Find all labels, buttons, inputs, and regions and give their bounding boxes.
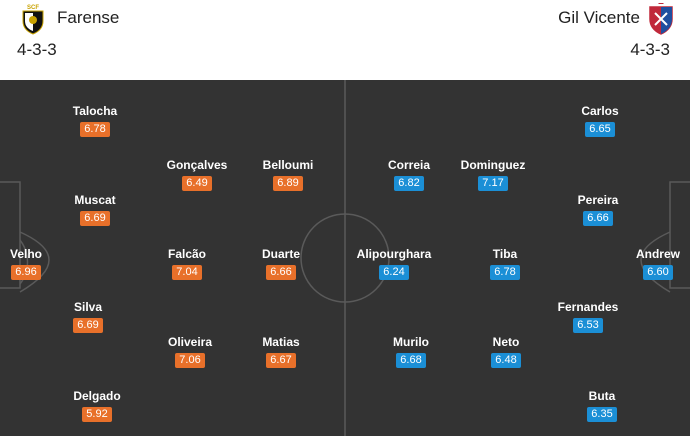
gil-vicente-crest-icon xyxy=(649,3,673,35)
player-rating-badge: 7.04 xyxy=(172,265,202,280)
home-player[interactable]: Duarte 6.66 xyxy=(231,247,331,283)
player-rating-badge: 6.49 xyxy=(182,176,212,191)
player-rating-badge: 6.35 xyxy=(587,407,617,422)
player-rating-badge: 6.89 xyxy=(273,176,303,191)
player-name: Delgado xyxy=(73,389,121,403)
player-rating-badge: 6.67 xyxy=(266,353,296,368)
home-player[interactable]: Velho 6.96 xyxy=(0,247,76,283)
away-player[interactable]: Alipourghara 6.24 xyxy=(344,247,444,283)
player-rating-badge: 6.24 xyxy=(379,265,409,280)
away-player[interactable]: Andrew 6.60 xyxy=(608,247,690,283)
home-player[interactable]: Silva 6.69 xyxy=(38,300,138,336)
player-rating-badge: 6.82 xyxy=(394,176,424,191)
match-header: SCF Farense 4-3-3 Gil Vicente 4-3-3 xyxy=(0,0,690,80)
player-name: Tiba xyxy=(492,247,518,261)
away-team-name: Gil Vicente xyxy=(558,8,640,27)
away-formation: 4-3-3 xyxy=(630,40,670,59)
away-player[interactable]: Fernandes 6.53 xyxy=(538,300,638,336)
player-rating-badge: 5.92 xyxy=(82,407,112,422)
player-rating-badge: 6.66 xyxy=(583,211,613,226)
player-name: Duarte xyxy=(261,247,300,261)
home-player[interactable]: Oliveira 7.06 xyxy=(140,335,240,371)
player-rating-badge: 6.60 xyxy=(643,265,673,280)
player-rating-badge: 6.68 xyxy=(396,353,426,368)
home-formation: 4-3-3 xyxy=(17,40,57,59)
player-name: Carlos xyxy=(581,104,619,118)
away-player[interactable]: Pereira 6.66 xyxy=(548,193,648,229)
player-rating-badge: 6.78 xyxy=(80,122,110,137)
player-name: Muscat xyxy=(74,193,116,207)
home-player[interactable]: Falcão 7.04 xyxy=(137,247,237,283)
player-name: Gonçalves xyxy=(166,158,228,172)
player-name: Talocha xyxy=(72,104,118,118)
home-player[interactable]: Gonçalves 6.49 xyxy=(147,158,247,194)
home-player[interactable]: Muscat 6.69 xyxy=(45,193,145,229)
away-player[interactable]: Correia 6.82 xyxy=(359,158,459,194)
player-name: Neto xyxy=(492,335,520,349)
player-rating-badge: 6.69 xyxy=(73,318,103,333)
away-player[interactable]: Neto 6.48 xyxy=(456,335,556,371)
player-name: Murilo xyxy=(393,335,429,349)
svg-text:SCF: SCF xyxy=(27,5,39,11)
player-name: Silva xyxy=(73,300,103,314)
away-player[interactable]: Buta 6.35 xyxy=(552,389,652,425)
player-name: Falcão xyxy=(167,247,206,261)
player-name: Dominguez xyxy=(460,158,526,172)
away-player[interactable]: Tiba 6.78 xyxy=(455,247,555,283)
player-name: Pereira xyxy=(577,193,619,207)
player-rating-badge: 6.65 xyxy=(585,122,615,137)
player-name: Matias xyxy=(262,335,300,349)
home-player[interactable]: Talocha 6.78 xyxy=(45,104,145,140)
player-rating-badge: 6.48 xyxy=(491,353,521,368)
player-name: Correia xyxy=(387,158,431,172)
away-player[interactable]: Carlos 6.65 xyxy=(550,104,650,140)
pitch-markings xyxy=(0,80,690,436)
home-player[interactable]: Matias 6.67 xyxy=(231,335,331,371)
player-name: Andrew xyxy=(635,247,680,261)
player-name: Fernandes xyxy=(557,300,619,314)
home-player[interactable]: Belloumi 6.89 xyxy=(238,158,338,194)
away-player[interactable]: Dominguez 7.17 xyxy=(443,158,543,194)
player-rating-badge: 6.53 xyxy=(573,318,603,333)
farense-crest-icon: SCF xyxy=(22,5,44,35)
player-rating-badge: 6.66 xyxy=(266,265,296,280)
player-rating-badge: 7.17 xyxy=(478,176,508,191)
player-name: Alipourghara xyxy=(356,247,432,261)
player-name: Velho xyxy=(9,247,42,261)
player-rating-badge: 7.06 xyxy=(175,353,205,368)
home-player[interactable]: Delgado 5.92 xyxy=(47,389,147,425)
home-team-name: Farense xyxy=(57,8,120,27)
away-player[interactable]: Murilo 6.68 xyxy=(361,335,461,371)
player-rating-badge: 6.78 xyxy=(490,265,520,280)
pitch: Talocha 6.78 Gonçalves 6.49 Belloumi 6.8… xyxy=(0,80,690,436)
player-rating-badge: 6.69 xyxy=(80,211,110,226)
player-rating-badge: 6.96 xyxy=(11,265,41,280)
player-name: Buta xyxy=(588,389,616,403)
player-name: Belloumi xyxy=(262,158,314,172)
player-name: Oliveira xyxy=(167,335,213,349)
